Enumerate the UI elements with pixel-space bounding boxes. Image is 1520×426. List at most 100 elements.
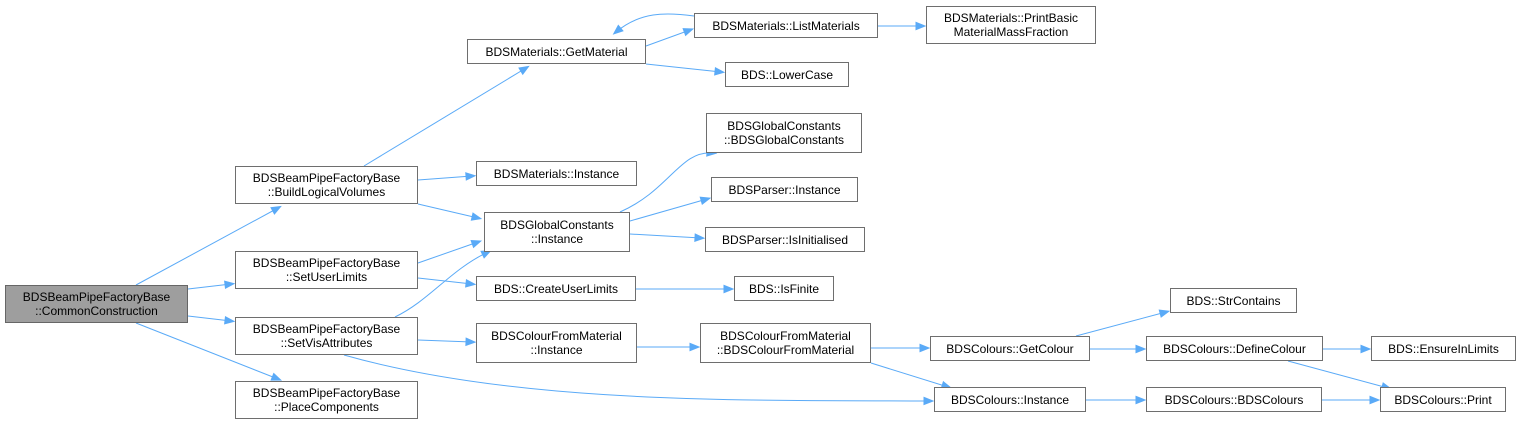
edge-colour-from-material-ctor-to-colours-instance xyxy=(870,362,949,388)
node-label: BDSParser::Instance xyxy=(728,182,841,197)
node-materials-instance[interactable]: BDSMaterials::Instance xyxy=(476,161,637,186)
node-label: BDSColours::Print xyxy=(1394,392,1492,407)
node-label: BDSGlobalConstants xyxy=(727,119,841,133)
arrowhead xyxy=(224,280,236,290)
node-label: BDSParser::IsInitialised xyxy=(721,232,849,247)
node-label: BDSMaterials::PrintBasic xyxy=(943,11,1079,25)
node-label: BDSColourFromMaterial xyxy=(720,329,851,343)
arrowhead xyxy=(465,278,477,288)
node-label: BDSColours::BDSColours xyxy=(1164,392,1304,407)
edge-global-constants-instance-to-parser-is-initialised xyxy=(629,233,702,239)
arrowhead xyxy=(470,240,483,249)
arrowhead xyxy=(518,65,530,76)
node-label: ::CommonConstruction xyxy=(35,304,158,318)
node-global-constants-instance[interactable]: BDSGlobalConstants ::Instance xyxy=(484,212,630,252)
node-list-materials[interactable]: BDSMaterials::ListMaterials xyxy=(694,13,878,38)
arrowhead xyxy=(270,372,283,381)
node-parser-is-initialised[interactable]: BDSParser::IsInitialised xyxy=(705,227,865,252)
node-label: BDSGlobalConstants xyxy=(500,218,614,232)
edge-set-vis-attributes-to-colour-from-material-instance xyxy=(417,339,473,343)
arrowhead xyxy=(612,24,624,35)
edge-build-logical-volumes-to-get-material xyxy=(363,67,527,167)
edge-build-logical-volumes-to-global-constants-instance xyxy=(417,203,479,219)
node-ensure-in-limits[interactable]: BDS::EnsureInLimits xyxy=(1371,336,1516,361)
edge-get-colour-to-str-contains xyxy=(1075,311,1167,337)
node-label: BDSBeamPipeFactoryBase xyxy=(252,171,401,185)
node-label: BDS::EnsureInLimits xyxy=(1388,341,1499,356)
node-set-user-limits[interactable]: BDSBeamPipeFactoryBase ::SetUserLimits xyxy=(235,251,418,289)
node-label: ::SetVisAttributes xyxy=(280,336,373,350)
node-place-components[interactable]: BDSBeamPipeFactoryBase ::PlaceComponents xyxy=(235,381,418,419)
arrowhead xyxy=(1135,344,1147,354)
arrowhead xyxy=(689,342,701,352)
edge-set-user-limits-to-global-constants-instance xyxy=(417,241,479,264)
node-get-material[interactable]: BDSMaterials::GetMaterial xyxy=(467,39,646,64)
node-is-finite[interactable]: BDS::IsFinite xyxy=(734,276,834,301)
node-label: BDSMaterials::Instance xyxy=(493,166,620,181)
edge-define-colour-to-colours-print xyxy=(1287,360,1389,389)
node-common-construction: BDSBeamPipeFactoryBase ::CommonConstruct… xyxy=(5,285,188,323)
arrowhead xyxy=(1158,309,1171,318)
node-colours-print[interactable]: BDSColours::Print xyxy=(1380,387,1506,412)
edge-root-to-build-logical-volumes xyxy=(135,207,279,286)
node-label: ::Instance xyxy=(530,343,583,357)
node-label: BDSMaterials::GetMaterial xyxy=(485,44,628,59)
node-label: BDSColours::Instance xyxy=(950,392,1070,407)
edge-root-to-set-user-limits xyxy=(187,283,232,290)
arrowhead xyxy=(923,396,935,406)
node-colour-from-material-ctor[interactable]: BDSColourFromMaterial ::BDSColourFromMat… xyxy=(700,323,871,363)
arrowhead xyxy=(1369,395,1381,405)
edge-get-material-to-list-materials xyxy=(645,29,691,47)
node-create-user-limits[interactable]: BDS::CreateUserLimits xyxy=(476,276,636,301)
node-label: ::BDSColourFromMaterial xyxy=(716,343,855,357)
node-lower-case[interactable]: BDS::LowerCase xyxy=(725,62,849,87)
edge-list-materials-to-get-material xyxy=(615,13,695,33)
edge-set-vis-attributes-to-colours-instance xyxy=(343,354,931,402)
node-colours-define-colour[interactable]: BDSColours::DefineColour xyxy=(1146,336,1323,361)
node-label: BDSBeamPipeFactoryBase xyxy=(252,322,401,336)
arrowhead xyxy=(723,284,735,294)
node-colour-from-material-instance[interactable]: BDSColourFromMaterial ::Instance xyxy=(476,323,637,363)
arrowhead xyxy=(470,212,483,221)
edge-global-constants-instance-to-parser-instance xyxy=(629,198,708,222)
arrowhead xyxy=(699,196,712,205)
arrowhead xyxy=(1360,344,1372,354)
node-colours-get-colour[interactable]: BDSColours::GetColour xyxy=(930,336,1090,361)
node-label: BDS::StrContains xyxy=(1186,293,1281,308)
edge-build-logical-volumes-to-materials-instance xyxy=(417,175,473,181)
node-build-logical-volumes[interactable]: BDSBeamPipeFactoryBase ::BuildLogicalVol… xyxy=(235,166,418,204)
edge-set-vis-attributes-to-global-constants-instance xyxy=(394,251,489,318)
arrowhead xyxy=(694,233,706,242)
edge-root-to-set-vis-attributes xyxy=(187,315,232,322)
node-label: ::SetUserLimits xyxy=(285,270,368,284)
node-colours-instance[interactable]: BDSColours::Instance xyxy=(934,387,1086,412)
arrowhead xyxy=(915,21,927,31)
node-label: BDS::CreateUserLimits xyxy=(493,281,619,296)
node-label: BDSColours::GetColour xyxy=(946,341,1074,356)
node-global-constants-ctor[interactable]: BDSGlobalConstants ::BDSGlobalConstants xyxy=(706,113,862,153)
node-label: BDSBeamPipeFactoryBase xyxy=(252,256,401,270)
node-label: BDSMaterials::ListMaterials xyxy=(712,18,860,33)
arrowhead xyxy=(1135,395,1147,405)
arrowhead xyxy=(682,28,695,37)
node-label: ::Instance xyxy=(530,232,584,246)
arrowhead xyxy=(224,315,236,325)
node-set-vis-attributes[interactable]: BDSBeamPipeFactoryBase ::SetVisAttribute… xyxy=(235,317,418,355)
node-label: BDSColourFromMaterial xyxy=(491,329,622,343)
node-label: MaterialMassFraction xyxy=(953,25,1069,39)
edge-get-material-to-lower-case xyxy=(645,63,722,73)
node-label: ::BDSGlobalConstants xyxy=(723,133,845,147)
arrowhead xyxy=(465,172,477,181)
node-str-contains[interactable]: BDS::StrContains xyxy=(1170,288,1297,313)
node-label: ::BuildLogicalVolumes xyxy=(267,185,386,199)
node-label: BDSBeamPipeFactoryBase xyxy=(22,290,171,304)
edge-root-to-place-components xyxy=(135,322,279,380)
arrowhead xyxy=(270,205,282,215)
node-label: ::PlaceComponents xyxy=(274,400,379,414)
node-colours-ctor[interactable]: BDSColours::BDSColours xyxy=(1146,387,1322,412)
node-print-basic-material-mass-fraction[interactable]: BDSMaterials::PrintBasic MaterialMassFra… xyxy=(926,6,1096,44)
arrowhead xyxy=(919,343,931,353)
node-parser-instance[interactable]: BDSParser::Instance xyxy=(711,177,858,202)
